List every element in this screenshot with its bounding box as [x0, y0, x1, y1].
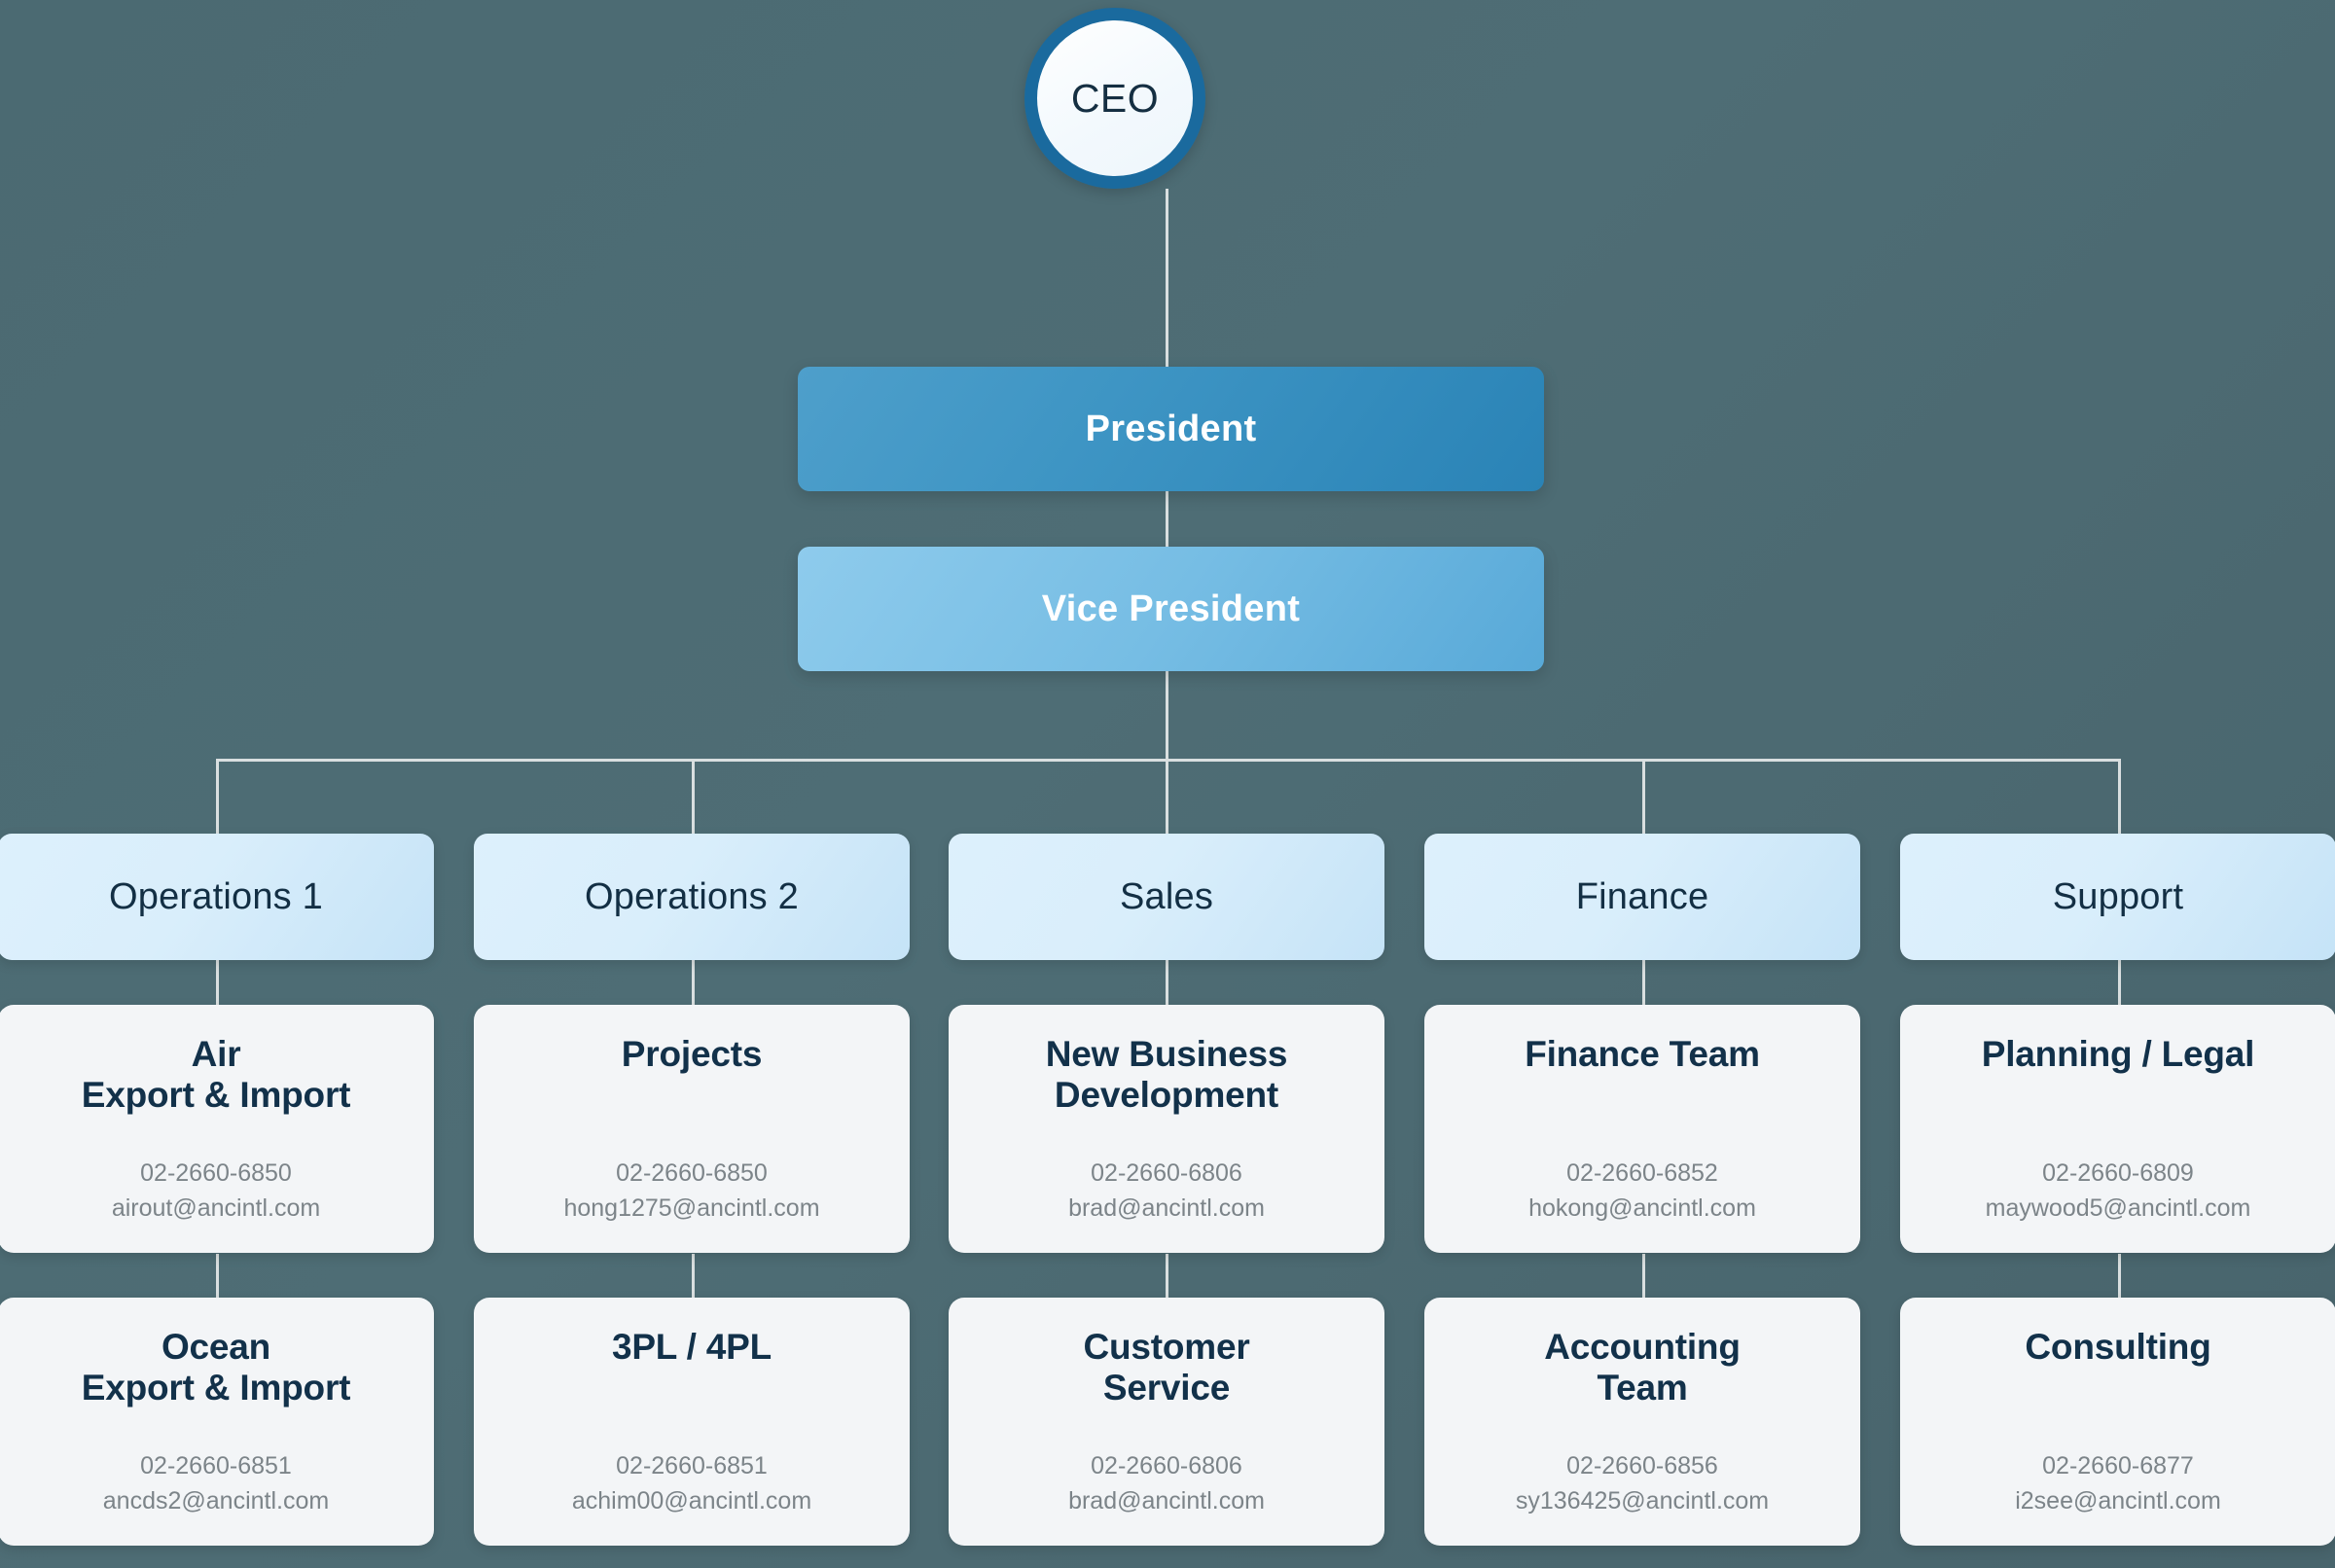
- unit-phone: 02-2660-6809: [2042, 1159, 2194, 1187]
- connector-unit-to-unit-finance: [1642, 1254, 1645, 1300]
- unit-card[interactable]: Ocean Export & Import 02-2660-6851 ancds…: [0, 1298, 434, 1546]
- department-column-operations-2: Operations 2 Projects 02-2660-6850 hong1…: [474, 834, 910, 1546]
- unit-card[interactable]: Projects 02-2660-6850 hong1275@ancintl.c…: [474, 1005, 910, 1253]
- unit-contact: 02-2660-6851 achim00@ancintl.com: [572, 1449, 811, 1546]
- connector-bus-drop-finance: [1642, 759, 1645, 836]
- connector-bus-drop-operations-1: [216, 759, 219, 836]
- department-header-label: Sales: [1119, 875, 1214, 917]
- unit-contact: 02-2660-6851 ancds2@ancintl.com: [103, 1449, 329, 1546]
- connector-bus-drop-sales: [1166, 759, 1168, 836]
- unit-title: Accounting Team: [1544, 1327, 1741, 1408]
- connector-department-to-unit-finance: [1642, 960, 1645, 1006]
- unit-email: ancds2@ancintl.com: [102, 1486, 330, 1515]
- unit-phone: 02-2660-6850: [140, 1159, 292, 1187]
- unit-contact: 02-2660-6806 brad@ancintl.com: [1068, 1449, 1265, 1546]
- unit-contact: 02-2660-6852 hokong@ancintl.com: [1528, 1157, 1756, 1253]
- unit-phone: 02-2660-6852: [1566, 1159, 1718, 1187]
- ceo-label: CEO: [1070, 75, 1160, 121]
- department-header-operations-1[interactable]: Operations 1: [0, 834, 434, 960]
- unit-contact: 02-2660-6877 i2see@ancintl.com: [2015, 1449, 2221, 1546]
- connector-department-to-unit-operations-1: [216, 960, 219, 1006]
- unit-card[interactable]: Customer Service 02-2660-6806 brad@ancin…: [949, 1298, 1384, 1546]
- unit-email: achim00@ancintl.com: [571, 1486, 812, 1515]
- connector-department-to-unit-operations-2: [692, 960, 695, 1006]
- vice-president-label: Vice President: [1041, 588, 1301, 629]
- unit-title: Planning / Legal: [1981, 1034, 2255, 1074]
- connector-bus-drop-operations-2: [692, 759, 695, 836]
- unit-phone: 02-2660-6806: [1091, 1159, 1242, 1187]
- unit-email: maywood5@ancintl.com: [1985, 1194, 2251, 1222]
- department-header-label: Support: [2052, 875, 2184, 917]
- department-column-operations-1: Operations 1 Air Export & Import 02-2660…: [0, 834, 434, 1546]
- unit-phone: 02-2660-6856: [1566, 1452, 1718, 1479]
- unit-card[interactable]: New Business Development 02-2660-6806 br…: [949, 1005, 1384, 1253]
- unit-phone: 02-2660-6851: [140, 1452, 292, 1479]
- department-column-sales: Sales New Business Development 02-2660-6…: [949, 834, 1384, 1546]
- unit-phone: 02-2660-6851: [616, 1452, 768, 1479]
- connector-unit-to-unit-operations-2: [692, 1254, 695, 1300]
- unit-title: New Business Development: [1045, 1034, 1288, 1116]
- unit-title: 3PL / 4PL: [611, 1327, 772, 1367]
- unit-phone: 02-2660-6850: [616, 1159, 768, 1187]
- unit-card[interactable]: Air Export & Import 02-2660-6850 airout@…: [0, 1005, 434, 1253]
- ceo-node[interactable]: CEO: [1024, 8, 1205, 189]
- unit-contact: 02-2660-6850 hong1275@ancintl.com: [563, 1157, 819, 1253]
- unit-contact: 02-2660-6850 airout@ancintl.com: [112, 1157, 320, 1253]
- unit-contact: 02-2660-6856 sy136425@ancintl.com: [1516, 1449, 1769, 1546]
- connector-department-to-unit-sales: [1166, 960, 1168, 1006]
- unit-email: airout@ancintl.com: [111, 1194, 321, 1222]
- unit-title: Consulting: [2025, 1327, 2211, 1367]
- unit-phone: 02-2660-6877: [2042, 1452, 2194, 1479]
- department-column-support: Support Planning / Legal 02-2660-6809 ma…: [1900, 834, 2335, 1546]
- unit-title: Finance Team: [1525, 1034, 1760, 1074]
- connector-vice-president-drop: [1166, 671, 1168, 761]
- department-header-label: Operations 2: [585, 875, 799, 917]
- connector-unit-to-unit-support: [2118, 1254, 2121, 1300]
- department-header-label: Finance: [1575, 875, 1709, 917]
- unit-contact: 02-2660-6809 maywood5@ancintl.com: [1986, 1157, 2251, 1253]
- vice-president-node[interactable]: Vice President: [798, 547, 1544, 671]
- unit-phone: 02-2660-6806: [1091, 1452, 1242, 1479]
- unit-title: Customer Service: [1083, 1327, 1250, 1408]
- unit-email: brad@ancintl.com: [1068, 1194, 1265, 1222]
- connector-unit-to-unit-sales: [1166, 1254, 1168, 1300]
- president-node[interactable]: President: [798, 367, 1544, 491]
- unit-contact: 02-2660-6806 brad@ancintl.com: [1068, 1157, 1265, 1253]
- unit-email: i2see@ancintl.com: [2015, 1486, 2221, 1515]
- department-header-label: Operations 1: [109, 875, 323, 917]
- president-label: President: [1085, 408, 1257, 449]
- unit-card[interactable]: 3PL / 4PL 02-2660-6851 achim00@ancintl.c…: [474, 1298, 910, 1546]
- unit-email: sy136425@ancintl.com: [1515, 1486, 1770, 1515]
- connector-unit-to-unit-operations-1: [216, 1254, 219, 1300]
- unit-title: Air Export & Import: [81, 1034, 351, 1116]
- unit-email: hong1275@ancintl.com: [563, 1194, 820, 1222]
- unit-card[interactable]: Consulting 02-2660-6877 i2see@ancintl.co…: [1900, 1298, 2335, 1546]
- connector-president-to-vice-president: [1166, 491, 1168, 549]
- unit-card[interactable]: Planning / Legal 02-2660-6809 maywood5@a…: [1900, 1005, 2335, 1253]
- unit-card[interactable]: Accounting Team 02-2660-6856 sy136425@an…: [1424, 1298, 1860, 1546]
- unit-email: brad@ancintl.com: [1068, 1486, 1265, 1515]
- unit-email: hokong@ancintl.com: [1528, 1194, 1756, 1222]
- unit-title: Projects: [621, 1034, 763, 1074]
- department-header-finance[interactable]: Finance: [1424, 834, 1860, 960]
- department-column-finance: Finance Finance Team 02-2660-6852 hokong…: [1424, 834, 1860, 1546]
- department-header-sales[interactable]: Sales: [949, 834, 1384, 960]
- unit-card[interactable]: Finance Team 02-2660-6852 hokong@ancintl…: [1424, 1005, 1860, 1253]
- connector-bus-drop-support: [2118, 759, 2121, 836]
- unit-title: Ocean Export & Import: [81, 1327, 351, 1408]
- connector-ceo-to-president: [1166, 189, 1168, 369]
- department-header-operations-2[interactable]: Operations 2: [474, 834, 910, 960]
- department-header-support[interactable]: Support: [1900, 834, 2335, 960]
- connector-department-to-unit-support: [2118, 960, 2121, 1006]
